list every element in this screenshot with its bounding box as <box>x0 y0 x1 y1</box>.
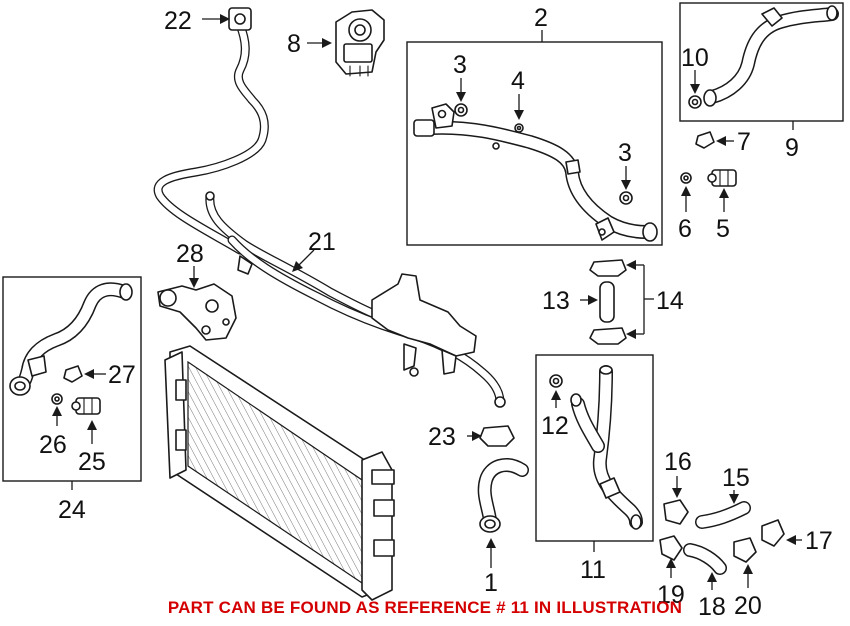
seal-26 <box>51 393 63 405</box>
callout-11: 11 <box>580 556 606 584</box>
sensor-25 <box>71 397 101 415</box>
callout-6: 6 <box>678 215 692 243</box>
callout-4: 4 <box>511 67 525 95</box>
clamp-17 <box>761 519 785 547</box>
callout-24: 24 <box>58 496 86 524</box>
hose-18 <box>683 543 727 575</box>
seal-6 <box>680 172 692 184</box>
hose-24 <box>9 282 133 396</box>
hose-15 <box>695 501 751 529</box>
callout-3-right: 3 <box>618 139 632 167</box>
callout-25: 25 <box>78 448 106 476</box>
leader-lines <box>52 14 802 590</box>
hose-13 <box>599 281 615 323</box>
callout-23: 23 <box>428 423 456 451</box>
hose-22 <box>153 7 269 255</box>
seal-4 <box>514 123 524 133</box>
callout-21: 21 <box>308 228 336 256</box>
callout-28: 28 <box>176 240 204 268</box>
pipe-assembly-21 <box>205 191 506 408</box>
clip-7 <box>695 131 715 149</box>
callout-18: 18 <box>698 593 726 621</box>
callout-16: 16 <box>664 448 692 476</box>
pipe-11 <box>570 365 643 530</box>
clamp-14-top <box>589 259 627 277</box>
callout-10: 10 <box>681 44 709 72</box>
callout-8: 8 <box>287 30 301 58</box>
hose-1 <box>477 458 529 533</box>
callout-13: 13 <box>542 287 570 315</box>
callout-2: 2 <box>534 4 548 32</box>
clamp-16 <box>663 499 689 525</box>
group-box-9 <box>679 2 844 122</box>
clamp-23 <box>479 425 515 447</box>
callout-14: 14 <box>656 287 684 315</box>
housing-28 <box>157 283 237 341</box>
seal-12 <box>549 374 563 388</box>
clamp-20 <box>733 537 757 563</box>
sensor-5 <box>707 169 737 187</box>
callout-3-top: 3 <box>453 51 467 79</box>
callout-5: 5 <box>716 215 730 243</box>
seal-10 <box>688 95 702 109</box>
callout-labels: 22 8 2 3 4 3 10 9 7 6 5 21 28 13 14 27 2… <box>39 4 833 621</box>
clip-27 <box>63 365 83 383</box>
seal-3-right <box>619 191 633 205</box>
callout-12: 12 <box>541 412 569 440</box>
valve-8 <box>335 9 385 77</box>
callout-9: 9 <box>785 134 799 162</box>
callout-7: 7 <box>737 128 751 156</box>
callout-17: 17 <box>805 527 833 555</box>
seal-3-top <box>454 103 468 117</box>
callout-1: 1 <box>484 569 498 597</box>
callout-27: 27 <box>108 361 136 389</box>
callout-22: 22 <box>164 7 192 35</box>
clamp-14-bottom <box>589 327 627 345</box>
callout-20: 20 <box>734 592 762 620</box>
callout-26: 26 <box>39 431 67 459</box>
reference-note: PART CAN BE FOUND AS REFERENCE # 11 IN I… <box>167 598 683 617</box>
pipe-9 <box>703 5 839 107</box>
clamp-19 <box>659 535 683 561</box>
callout-19: 19 <box>657 581 685 609</box>
group-box-2 <box>406 41 663 246</box>
callout-15: 15 <box>722 464 750 492</box>
radiator <box>164 345 395 601</box>
pipe-2 <box>413 103 658 242</box>
